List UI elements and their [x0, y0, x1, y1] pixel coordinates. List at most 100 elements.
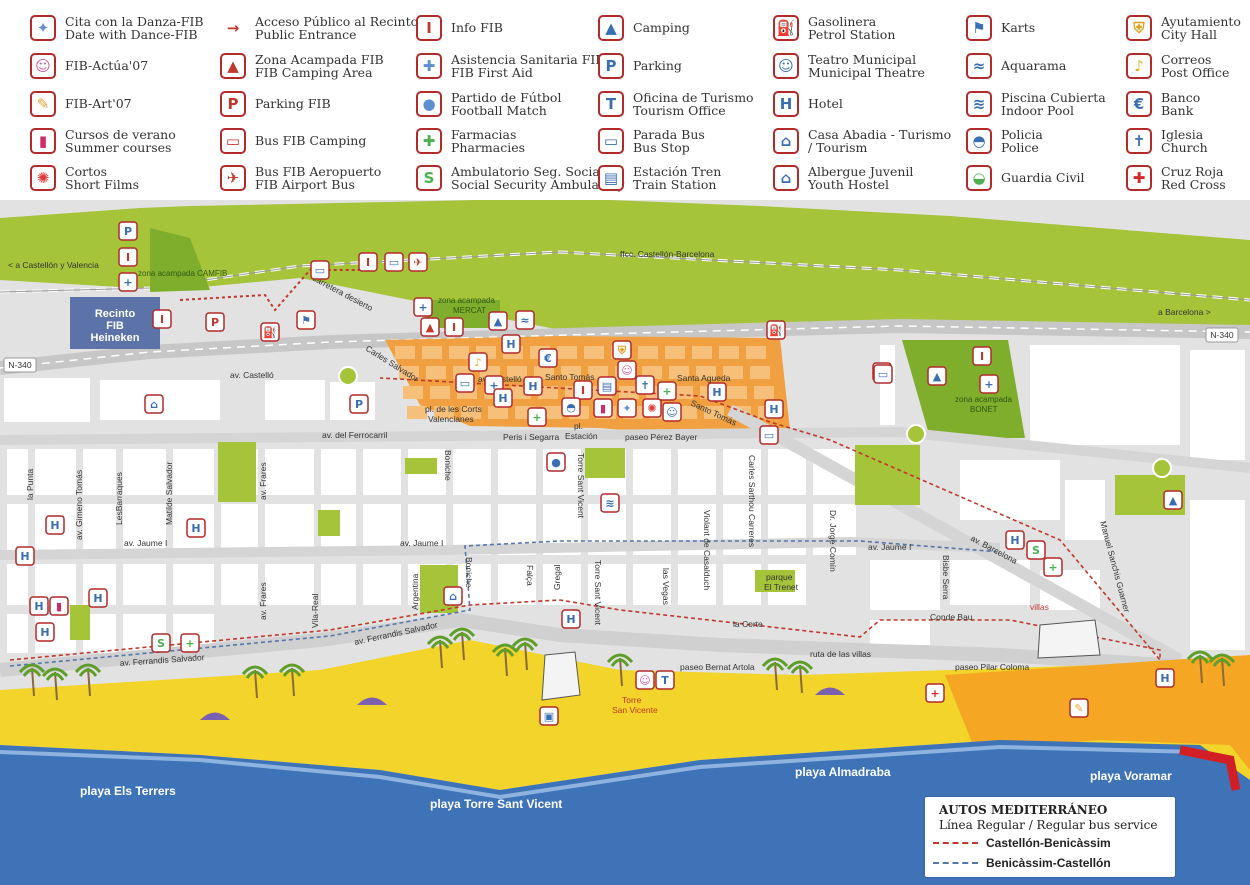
legend-line2-dance: Date with Dance-FIB [65, 27, 198, 42]
marker-glyph: + [489, 379, 498, 392]
marker-glyph: ● [551, 456, 561, 469]
recinto-label-2: FIB [106, 320, 124, 332]
marker-glyph: + [123, 276, 132, 289]
marker-frame [873, 364, 893, 384]
legend-line1-theatre: Teatro Municipal [808, 51, 917, 67]
marker-frame [151, 633, 171, 653]
city-block [4, 378, 90, 422]
palm-trunk [619, 657, 623, 687]
film-reel-icon: ✺ [30, 165, 56, 191]
zone-mercat-label-1: zona acampada [438, 296, 495, 305]
marker-glyph: ⌂ [150, 398, 158, 411]
city-block [1030, 345, 1180, 445]
centre-block [403, 386, 423, 399]
street-av-ferrocarril: av. del Ferrocarril [322, 430, 388, 440]
legend-line1-guardia: Guardia Civil [1001, 170, 1085, 186]
bus-fib-icon: ▭ [220, 128, 246, 154]
centre-block [588, 366, 608, 379]
marker-frame [49, 596, 69, 616]
marker-glyph: H [498, 392, 507, 405]
street-av-castello: av. Castelló [230, 370, 274, 380]
marker-bus-icon: ▭ [310, 260, 330, 280]
legend-line1-cityhall: Ayutamiento [1161, 13, 1241, 29]
centre-block [395, 346, 415, 359]
beach-voramar: playa Voramar [1090, 769, 1172, 783]
marker-frame [600, 493, 620, 513]
marker-glyph: H [40, 626, 49, 639]
paintbrush-icon: ✎ [30, 91, 56, 117]
umbrella-3 [815, 687, 845, 695]
palm-trunk [1199, 654, 1203, 684]
legend-line1-firstaid: Asistencia Sanitaria FIB [451, 51, 605, 67]
street-violant: Violant de Casalduch [702, 510, 712, 590]
city-block [678, 564, 716, 605]
church-icon: ✝ [1126, 128, 1152, 154]
street-pl-estacion-1: pl. [574, 421, 583, 431]
palm-fronds [74, 663, 102, 677]
tent-icon: ▲ [598, 15, 624, 41]
palm-trees [18, 627, 1236, 701]
city-block [7, 614, 28, 653]
marker-info-icon: I [573, 380, 593, 400]
palm-fronds [426, 635, 454, 649]
legend-line1-bank: Banco [1161, 89, 1201, 105]
marker-actua-icon: ☺ [635, 670, 655, 690]
marker-glyph: ▭ [389, 256, 399, 269]
street-paseo-bernat: paseo Bernat Artola [680, 662, 755, 672]
palm-fronds [18, 663, 46, 677]
legend-line2-firstaid: FIB First Aid [451, 65, 533, 80]
city-block [123, 504, 166, 555]
marker-frame [573, 380, 593, 400]
legend-line1-pool: Piscina Cubierta [1001, 89, 1106, 105]
dance-icon: ✦ [30, 15, 56, 41]
city-block [123, 449, 166, 495]
centre-block [426, 366, 446, 379]
palm-trunk [439, 639, 443, 669]
marker-frame [35, 622, 55, 642]
city-block [498, 564, 536, 605]
legend-line1-ambulatory: Ambulatorio Seg. Social [451, 163, 604, 179]
marker-glyph: ▮ [600, 402, 606, 415]
palm-tree [18, 663, 46, 697]
legend-line1-abadia: Casa Abadia - Turismo [808, 126, 952, 142]
legend-line2-busair: FIB Airport Bus [255, 177, 355, 192]
centre-block [692, 346, 712, 359]
centre-block [507, 366, 527, 379]
marker-glyph: ▭ [315, 264, 325, 277]
marker-glyph: I [126, 251, 130, 264]
marker-frame [408, 252, 428, 272]
marker-frame [88, 588, 108, 608]
centre-block [534, 366, 554, 379]
marker-glyph: + [532, 411, 541, 424]
marker-tourism-icon: ⌂ [144, 394, 164, 414]
centre-block [461, 406, 481, 419]
legend-line1-dance: Cita con la Danza-FIB [65, 13, 204, 29]
legend-line1-info: Info FIB [451, 20, 503, 36]
marker-glyph: H [34, 600, 43, 613]
marker-frame [455, 373, 475, 393]
centre-block [619, 386, 639, 399]
parque-el-trenet [755, 570, 795, 592]
marker-frame [972, 346, 992, 366]
marker-frame [707, 382, 727, 402]
centre-block [430, 386, 450, 399]
marker-frame [617, 360, 637, 380]
red-dashed-line-icon [933, 842, 978, 844]
marker-frame [358, 252, 378, 272]
city-block [7, 504, 28, 555]
green-patch-4 [318, 510, 340, 536]
marker-post-icon: ♪ [468, 352, 488, 372]
marker-glyph: I [366, 256, 370, 269]
marker-info-icon: I [444, 317, 464, 337]
marker-glyph: ✝ [640, 379, 649, 392]
marker-pharmacy-icon: + [527, 407, 547, 427]
